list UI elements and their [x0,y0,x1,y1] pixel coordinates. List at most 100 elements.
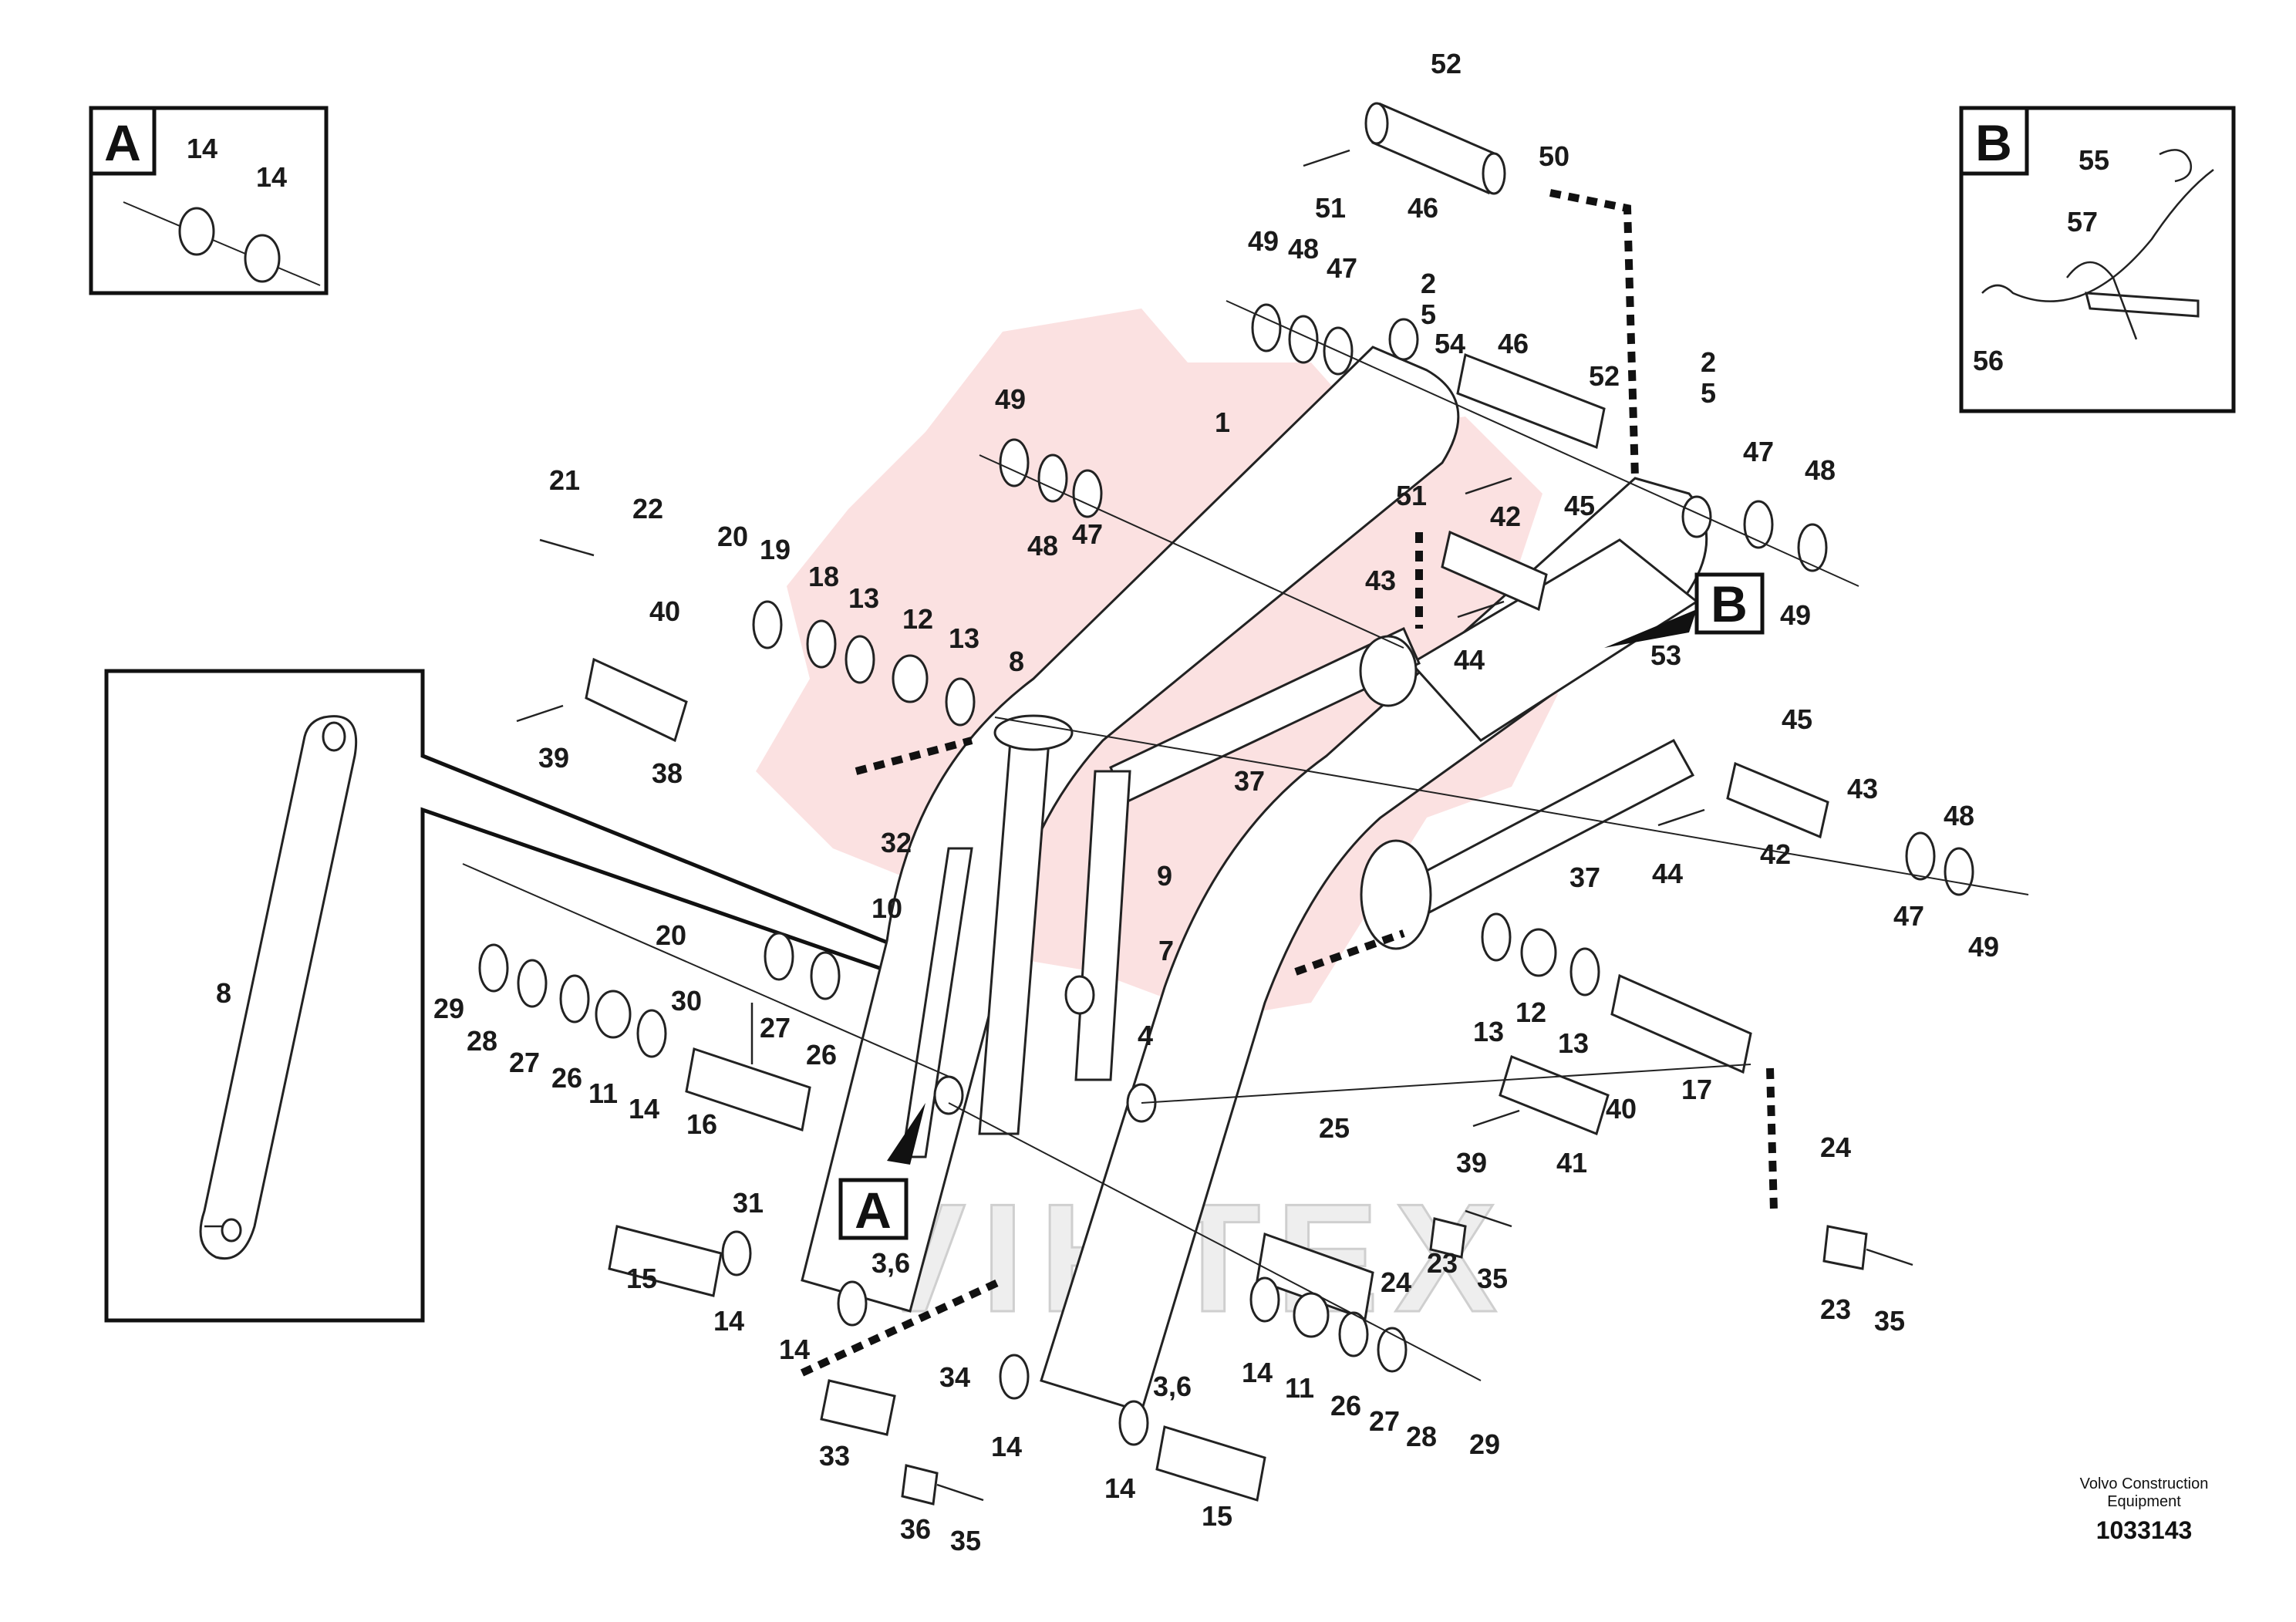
washer-13-b [945,677,976,727]
detail-a-letter: A [104,114,141,171]
detail-a-washer-2 [244,234,281,283]
washer-14-b [721,1230,752,1276]
footer-company-line2: Equipment [2107,1493,2181,1510]
label-20-a: 20 [717,521,748,552]
label-b57: 57 [2067,206,2098,238]
label-14-e: 14 [1104,1472,1135,1504]
detail-b-letter-box [1959,106,2029,176]
bolt-51-mid [1465,477,1512,495]
label-14-b: 14 [713,1305,744,1337]
bore-top-left [1388,318,1419,361]
pin-38 [585,657,688,743]
label-39-b: 39 [1456,1147,1487,1179]
label-30: 30 [671,985,702,1017]
pin-42-right [1726,761,1829,839]
label-35-c: 35 [1874,1305,1905,1337]
axis-lower-right [1141,1064,1752,1104]
label-b55: 55 [2079,144,2109,176]
sleeve-23-right [1822,1225,1868,1270]
part-labels: 14 14 55 57 56 52 50 51 46 49 48 47 2 5 … [187,48,2109,1556]
label-33: 33 [819,1440,850,1472]
detail-b-letter: B [1975,114,2012,171]
washer-47-b [1743,500,1774,549]
label-26-c: 26 [1330,1390,1361,1421]
label-37-a: 37 [1234,765,1265,797]
callout-a-arrow [887,1103,925,1165]
pin-46-top [1371,102,1498,195]
pin-46-top-end [1364,102,1389,145]
bolt-44-right [1657,808,1705,827]
bolt-35-bottom [936,1483,984,1502]
detail-8-lower-eye [221,1218,242,1243]
label-48-b: 48 [1805,454,1836,486]
bore-lower-center [1064,975,1095,1015]
label-7: 7 [1158,935,1174,966]
label-44-b: 44 [1652,858,1683,889]
label-5-b: 5 [1701,377,1716,409]
washers [478,303,1974,1446]
label-9: 9 [1157,860,1172,892]
label-2-a: 2 [1421,268,1436,299]
label-15-a: 15 [626,1263,657,1294]
dash-50 [1549,189,1639,479]
dashed-leaders [800,189,1778,1377]
label-48-a: 48 [1288,233,1319,265]
bolt-51-top [1303,149,1350,167]
washer-26-c [1338,1311,1369,1357]
label-48-c: 48 [1027,530,1058,561]
bore-upper-right [1359,635,1418,707]
pin-33 [820,1379,896,1436]
pin-42-top [1441,530,1548,612]
label-1: 1 [1215,406,1230,438]
washer-27-b [764,932,794,981]
washer-14-d [999,1354,1030,1400]
bearing-11-b [1293,1292,1330,1338]
pin-17 [1610,973,1752,1074]
label-a14-2: 14 [256,161,287,193]
label-46-top: 46 [1408,192,1438,224]
footer-drawing-number: 1033143 [2096,1516,2193,1544]
label-4: 4 [1138,1020,1153,1051]
washer-13-d [1569,947,1600,996]
callout-a-letter: A [855,1182,892,1239]
hardware: B A [462,102,2029,1506]
washer-49-c [999,438,1030,487]
label-40-b: 40 [1606,1093,1637,1125]
label-35-a: 35 [1477,1263,1508,1294]
label-11-a: 11 [588,1077,618,1109]
washer-48-a [1288,315,1319,364]
label-13-a: 13 [848,582,879,614]
label-27-c: 27 [1369,1405,1400,1437]
sleeve-23-mid [1429,1217,1467,1259]
dash-24 [1766,1067,1778,1212]
washer-28-a [478,943,509,993]
label-5-a: 5 [1421,298,1436,330]
label-24-a: 24 [1820,1131,1851,1163]
label-14-c: 14 [779,1334,810,1365]
washer-49-a [1251,303,1282,352]
label-14-a: 14 [629,1093,659,1125]
dash-41 [1294,929,1405,976]
washer-14-c [837,1280,868,1327]
label-45-a: 45 [1564,490,1595,521]
washer-48-d [1944,847,1974,896]
label-28-a: 28 [467,1025,497,1057]
label-26-a: 26 [551,1062,582,1094]
bore-top-right [1681,495,1712,538]
label-47-c: 47 [1072,518,1103,550]
callout-b-arrow [1604,609,1697,648]
label-36-b: 36 [900,1513,931,1545]
label-52-mid: 52 [1589,360,1620,392]
axis-upper [1226,300,1859,587]
label-43-a: 43 [1365,565,1396,596]
footer: Volvo Construction Equipment 1033143 [2080,1475,2209,1544]
washer-26-b [810,951,841,1000]
callout-a-box [838,1178,909,1240]
label-3-6-a: 3,6 [872,1247,910,1279]
axis-link-upper [979,454,1404,649]
label-34: 34 [939,1361,970,1393]
bearing-12-a [892,654,929,703]
label-31: 31 [733,1187,764,1219]
label-22: 22 [632,493,663,524]
detail-a-letter-box [89,106,157,176]
